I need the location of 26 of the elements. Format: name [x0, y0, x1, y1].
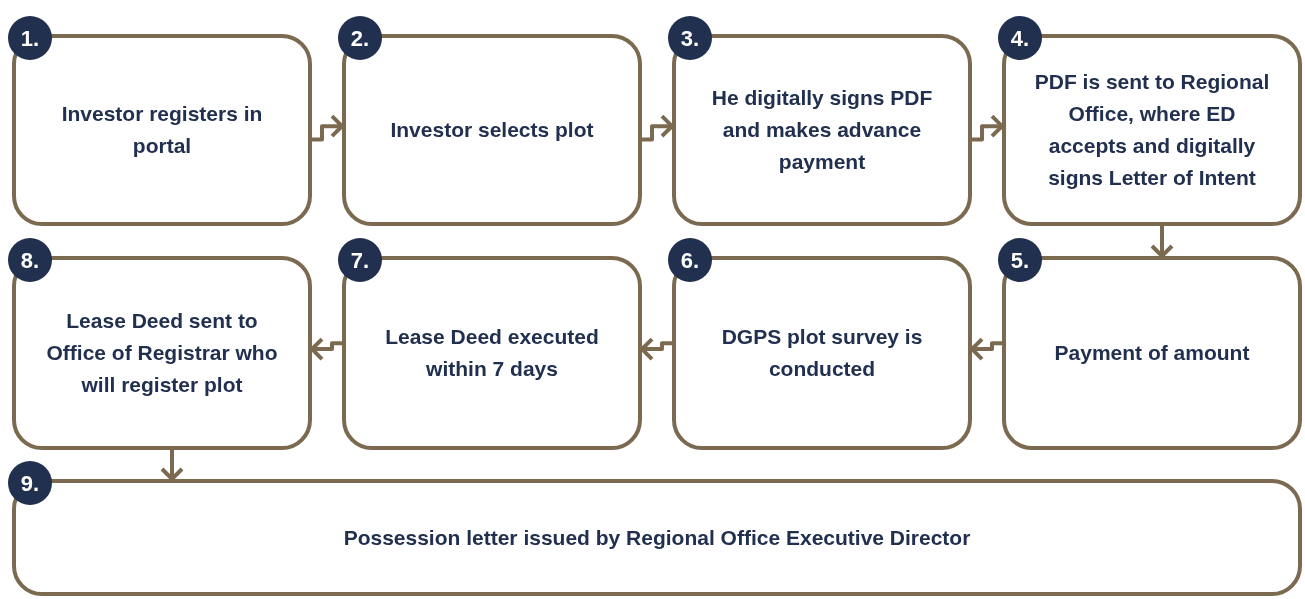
step-text: Investor registers in portal — [60, 101, 264, 159]
step-number-badge: 5. — [998, 238, 1042, 282]
step-number-badge: 3. — [668, 16, 712, 60]
step-text: He digitally signs PDF and makes advance payment — [710, 85, 934, 175]
step-number-badge: 9. — [8, 461, 52, 505]
step-number-badge: 4. — [998, 16, 1042, 60]
arrow — [1150, 226, 1174, 258]
step-number-badge: 1. — [8, 16, 52, 60]
arrow — [640, 337, 672, 362]
step-number-badge: 6. — [668, 238, 712, 282]
arrow — [310, 337, 342, 362]
step-text: Lease Deed sent to Office of Registrar who will register plot — [45, 308, 279, 398]
step-text: DGPS plot survey is conducted — [720, 324, 924, 382]
arrow — [972, 114, 1004, 142]
step-text: Possession letter issued by Regional Office Executive Director — [343, 524, 971, 551]
arrow — [160, 450, 184, 481]
step-number-badge: 2. — [338, 16, 382, 60]
arrow — [642, 114, 674, 142]
step-number-badge: 7. — [338, 238, 382, 282]
step-text: Lease Deed executed within 7 days — [384, 324, 600, 382]
step-text: Payment of amount — [1054, 340, 1250, 366]
step-text: PDF is sent to Regional Office, where ED accepts and digitally signs Letter of Intent — [1033, 69, 1271, 191]
arrow — [970, 337, 1002, 362]
step-number-badge: 8. — [8, 238, 52, 282]
step-text: Investor selects plot — [390, 117, 594, 143]
arrow — [312, 114, 344, 142]
